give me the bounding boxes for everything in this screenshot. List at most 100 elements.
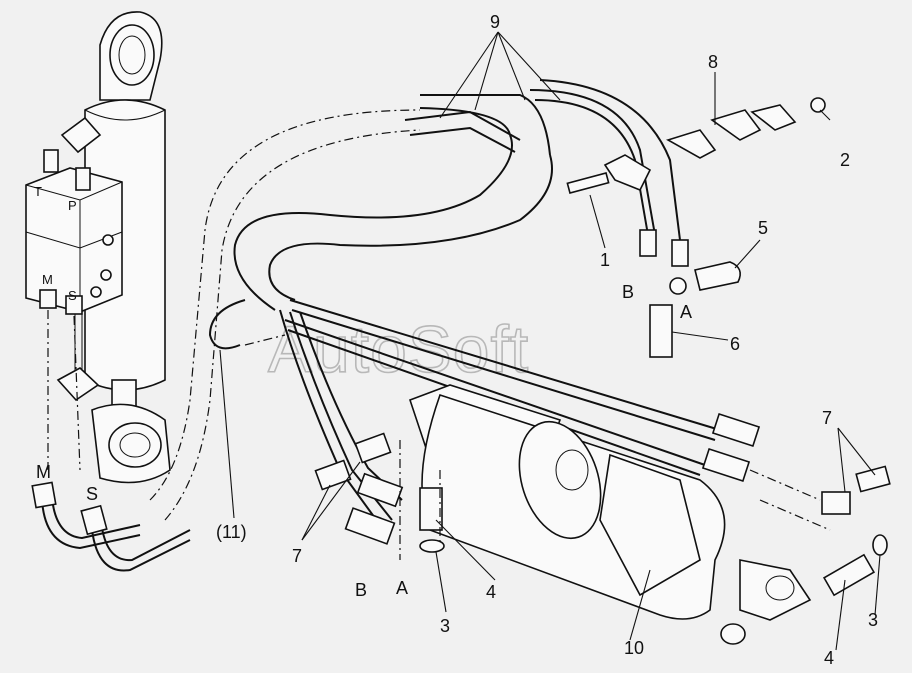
- callout-9: 9: [490, 12, 500, 32]
- leader-11: [219, 349, 235, 519]
- long-hose-fitting-2: [701, 447, 751, 483]
- clamp-middle: [665, 129, 717, 159]
- hose-m-end-fitting: [31, 481, 57, 509]
- bottom-elbow-fitting: [56, 367, 100, 402]
- hose-end-flat-1: [404, 110, 521, 141]
- leader-1: [589, 194, 606, 249]
- callout-10: 10: [624, 638, 644, 658]
- right-hose-2: [539, 79, 681, 241]
- leader-7-mid-b: [301, 461, 361, 541]
- hose-hook-11: [208, 299, 246, 350]
- callout-3-right: 3: [868, 610, 878, 630]
- label-port-a-top: A: [680, 302, 692, 322]
- mid-ring-3: [419, 539, 445, 553]
- rod-eye-bore: [765, 575, 795, 601]
- rod-eye-washer: [720, 623, 746, 645]
- leader-4-mid: [435, 519, 496, 581]
- leader-6: [671, 331, 729, 341]
- cylinder-rod-eye: [739, 559, 812, 621]
- valve-bolt-2: [100, 269, 112, 281]
- clamp-nut: [810, 97, 826, 113]
- route-dashed-upper: [149, 109, 421, 501]
- drop-hose-1: [279, 309, 381, 526]
- hose-m-line: [41, 499, 141, 550]
- leader-5: [734, 239, 761, 269]
- right-pin-4: [822, 553, 876, 597]
- label-port-b-top: B: [622, 282, 634, 302]
- right-bolt-7: [855, 465, 891, 493]
- bundle-loop-inner: [268, 154, 553, 301]
- cylinder-flange: [518, 420, 602, 540]
- leader-9-d: [497, 31, 561, 101]
- hose-s-line-2: [101, 527, 191, 562]
- callout-2: 2: [840, 150, 850, 170]
- mid-sleeve-4: [419, 487, 443, 531]
- leader-9-c: [497, 31, 526, 101]
- cylinder-barrel: [84, 99, 166, 391]
- label-port-s-valve: S: [68, 288, 77, 303]
- long-hose-1a: [289, 299, 721, 431]
- right-hose-fitting-2: [671, 239, 689, 267]
- leader-4-right: [835, 579, 846, 651]
- right-clip-3: [872, 534, 888, 556]
- left-steering-cylinder: [56, 11, 171, 484]
- label-port-a-mid: A: [396, 578, 408, 598]
- clamp-upper-left: [710, 109, 762, 141]
- callout-7-mid: 7: [292, 546, 302, 566]
- port-s-fitting: [65, 295, 83, 315]
- hook-dash: [244, 334, 286, 346]
- leader-10: [629, 569, 651, 641]
- clamp-bolt: [566, 172, 610, 194]
- right-hose-3: [534, 99, 649, 236]
- cylinder-rod-section: [599, 453, 701, 597]
- bundle-top-1: [419, 107, 511, 136]
- route-dashed-lower: [164, 129, 421, 521]
- callout-11: (11): [216, 522, 247, 542]
- long-hose-1b: [291, 309, 716, 441]
- label-port-t: T: [34, 184, 42, 199]
- valve-body: [25, 167, 123, 313]
- part-5-ring: [669, 277, 687, 295]
- hose-end-flat-2: [409, 126, 516, 153]
- clamp-lower: [603, 154, 652, 192]
- leader-7-right-a: [837, 427, 846, 493]
- mid-fitting-b: [344, 507, 396, 545]
- long-hose-2a: [284, 319, 706, 466]
- lower-left-hoses: M S: [31, 462, 191, 572]
- right-hose-fitting-1: [639, 229, 657, 257]
- leader-9-a: [439, 31, 499, 119]
- dash-right-2: [759, 499, 831, 531]
- port-p-fitting: [75, 167, 91, 191]
- hose-s-end-fitting: [80, 504, 108, 536]
- clamp-parts: [566, 97, 826, 194]
- control-valve-block: T P M S: [25, 149, 123, 315]
- leader-7-mid-a: [301, 484, 331, 541]
- leader-2: [819, 109, 831, 121]
- label-port-m-valve: M: [42, 272, 53, 287]
- leader-3-right: [874, 554, 881, 616]
- barrel-top-edge: [84, 109, 166, 121]
- callout-4-right: 4: [824, 648, 834, 668]
- top-elbow-fitting: [60, 116, 102, 154]
- callout-3-mid: 3: [440, 616, 450, 636]
- leader-7-right-b: [837, 427, 876, 476]
- label-port-b-mid: B: [355, 580, 367, 600]
- leader-3-mid: [435, 551, 447, 613]
- watermark-text: AutoSoft: [268, 312, 529, 386]
- top-eye-bore-inner: [118, 35, 146, 75]
- hose-m-line-2: [51, 497, 141, 540]
- leader-s-dashed: [73, 315, 81, 471]
- mid-fitting-7a: [314, 459, 352, 491]
- mid-fitting-a: [356, 472, 404, 508]
- dash-right-1: [749, 469, 821, 501]
- label-hose-m: M: [36, 462, 51, 482]
- bundle-top-2: [420, 94, 551, 156]
- callout-6: 6: [730, 334, 740, 354]
- port-t-fitting: [43, 149, 59, 173]
- part-6-sensor: [649, 304, 673, 358]
- label-hose-s: S: [86, 484, 98, 504]
- drop-hose-2: [289, 311, 393, 521]
- bottom-eye-bore-inner: [119, 432, 151, 458]
